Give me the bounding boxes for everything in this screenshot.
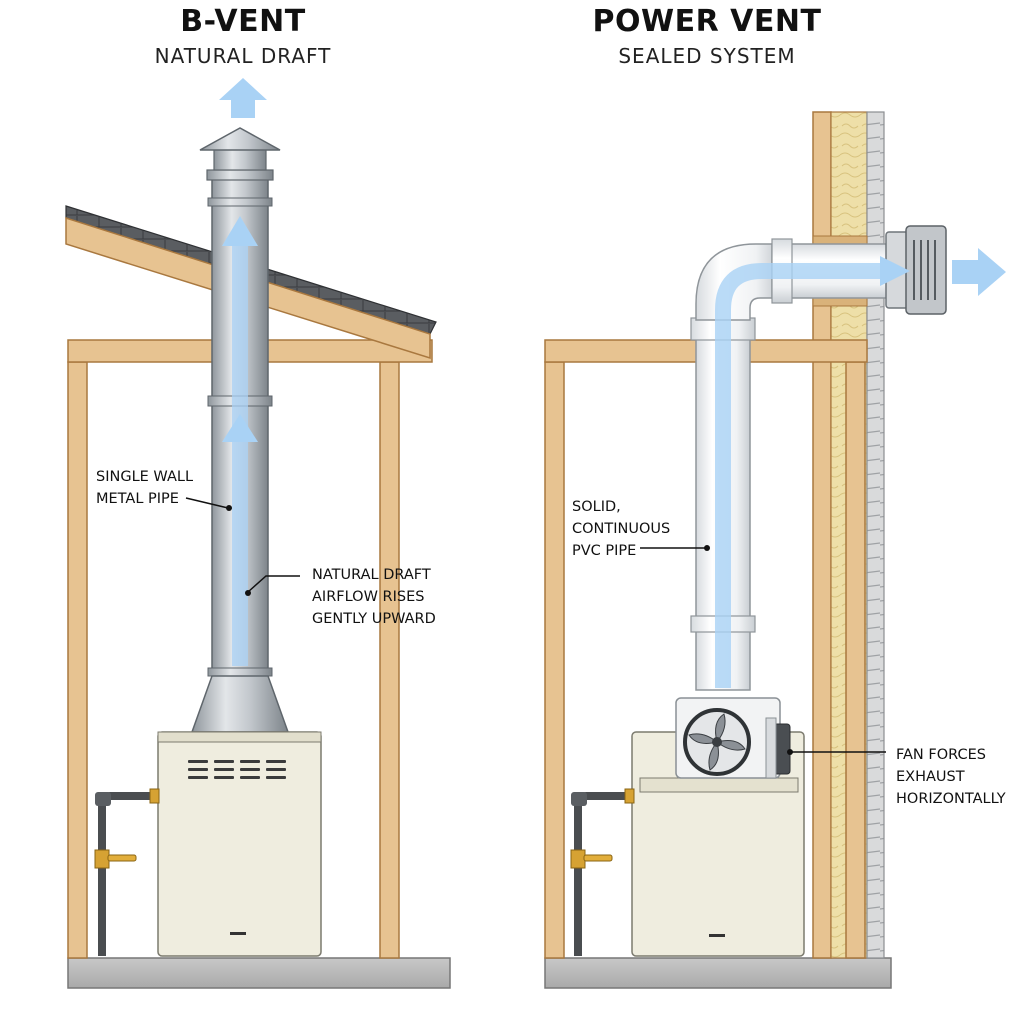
callout-line: PVC PIPE — [572, 540, 670, 562]
leader-dot-pipe — [226, 505, 232, 511]
gas-fitting-right — [625, 789, 634, 803]
gas-elbow-right — [571, 792, 587, 806]
vent-cap-hood — [200, 128, 280, 150]
callout-line: GENTLY UPWARD — [312, 608, 436, 630]
b-vent-illustration — [66, 78, 450, 988]
appliance-badge — [230, 932, 246, 935]
floor-slab — [68, 958, 450, 988]
wall-stud-right — [380, 362, 399, 958]
gas-line-right — [578, 796, 632, 956]
airflow-exit-arrow-right — [952, 248, 1006, 296]
callout-line: SINGLE WALL — [96, 466, 193, 488]
callout-fan-forces-exhaust: FAN FORCES EXHAUST HORIZONTALLY — [896, 744, 1006, 810]
leader-dot-airflow — [245, 590, 251, 596]
gas-line — [102, 796, 158, 956]
callout-line: HORIZONTALLY — [896, 788, 1006, 810]
gas-valve-body — [95, 850, 109, 868]
wall-stud-left — [68, 362, 87, 958]
leader-dot-pvc — [704, 545, 710, 551]
callout-line: CONTINUOUS — [572, 518, 670, 540]
pipe-joint-bottom — [208, 668, 272, 676]
pipe-collar-top — [207, 170, 273, 180]
callout-single-wall-pipe: SINGLE WALL METAL PIPE — [96, 466, 193, 510]
right-panel-title: POWER VENT — [567, 4, 847, 39]
callout-line: AIRFLOW RISES — [312, 586, 436, 608]
callout-line: NATURAL DRAFT — [312, 564, 436, 586]
callout-line: FAN FORCES — [896, 744, 1006, 766]
fan-motor-plate — [766, 718, 776, 778]
termination-grille — [906, 226, 946, 314]
gas-valve-handle — [108, 855, 136, 861]
pipe-joint-upper — [208, 198, 272, 206]
gas-valve-body-right — [571, 850, 585, 868]
wall-block-lower — [813, 298, 867, 306]
appliance-shoulder — [640, 778, 798, 792]
callout-line: METAL PIPE — [96, 488, 193, 510]
airflow-stream — [232, 230, 248, 666]
fan-hub — [712, 737, 722, 747]
gas-valve-handle-right — [584, 855, 612, 861]
callout-line: EXHAUST — [896, 766, 1006, 788]
leader-dot-fan — [787, 749, 793, 755]
appliance-badge-right — [709, 934, 725, 937]
exterior-siding — [867, 112, 884, 958]
left-panel-title: B-VENT — [118, 4, 368, 39]
vent-cap-body — [214, 148, 266, 170]
right-panel-subtitle: SEALED SYSTEM — [567, 44, 847, 68]
appliance-top-trim — [158, 732, 321, 742]
gas-elbow — [95, 792, 111, 806]
floor-slab-right — [545, 958, 891, 988]
draft-hood — [192, 676, 288, 732]
airflow-exit-arrow — [219, 78, 267, 118]
callout-line: SOLID, — [572, 496, 670, 518]
callout-natural-draft: NATURAL DRAFT AIRFLOW RISES GENTLY UPWAR… — [312, 564, 436, 630]
water-heater-left — [158, 732, 321, 956]
callout-pvc-pipe: SOLID, CONTINUOUS PVC PIPE — [572, 496, 670, 562]
gas-fitting — [150, 789, 159, 803]
left-panel-subtitle: NATURAL DRAFT — [118, 44, 368, 68]
wall-block-upper — [813, 236, 867, 244]
wall-stud-inner-right-panel — [846, 362, 865, 958]
wall-stud-left-right-panel — [545, 362, 564, 958]
